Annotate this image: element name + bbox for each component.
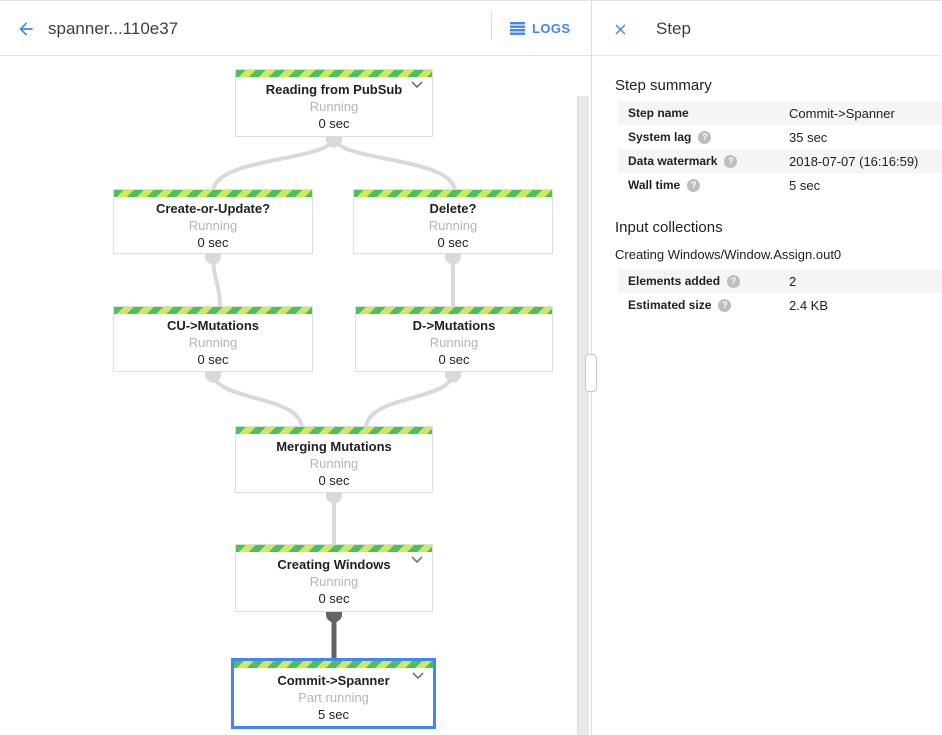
- panel-splitter-handle[interactable]: [585, 354, 597, 392]
- row-value: 35 sec: [789, 129, 828, 145]
- node-title: Delete?: [429, 200, 477, 216]
- row-value: 5 sec: [789, 177, 821, 193]
- node-title: Creating Windows: [277, 557, 391, 572]
- row-label: Estimated size: [628, 298, 712, 312]
- help-icon[interactable]: ?: [727, 274, 741, 288]
- row-label: Elements added: [628, 274, 721, 288]
- toolbar-divider: [491, 11, 492, 40]
- running-progress-stripe: [234, 661, 433, 668]
- node-time: 0 sec: [197, 352, 229, 367]
- running-progress-stripe: [236, 427, 432, 434]
- edge-pubsub-delete: [332, 135, 457, 194]
- row-value: 2.4 KB: [789, 297, 829, 313]
- graph-node-reading-from-pubsub[interactable]: Reading from PubSub Running 0 sec: [235, 69, 433, 137]
- row-value: Commit->Spanner: [789, 105, 895, 121]
- edge-arrow: [326, 493, 342, 504]
- step-summary-table: Step name Commit->Spanner System lag ? 3…: [618, 101, 942, 197]
- close-panel-button[interactable]: [608, 17, 632, 41]
- chevron-down-icon[interactable]: [411, 81, 423, 88]
- graph-scrollbar-track: [577, 96, 589, 735]
- node-time: 0 sec: [437, 234, 469, 250]
- graph-node-cu-mutations[interactable]: CU->Mutations Running 0 sec: [113, 306, 313, 372]
- graph-node-merging-mutations[interactable]: Merging Mutations Running 0 sec: [235, 426, 433, 493]
- table-row: Wall time ? 5 sec: [618, 173, 942, 197]
- running-progress-stripe: [114, 307, 312, 314]
- row-label: Wall time: [628, 178, 681, 192]
- node-title: Reading from PubSub: [265, 82, 403, 97]
- row-label: System lag: [628, 130, 692, 144]
- node-title: Create-or-Update?: [155, 200, 271, 216]
- node-title: D->Mutations: [412, 318, 496, 333]
- input-collections-table: Elements added ? 2 Estimated size ? 2.4 …: [618, 269, 942, 317]
- node-time: 5 sec: [317, 706, 350, 722]
- node-time: 0 sec: [438, 352, 470, 367]
- panel-title: Step: [656, 19, 691, 38]
- help-icon[interactable]: ?: [724, 154, 738, 168]
- table-row: Step name Commit->Spanner: [618, 101, 942, 125]
- graph-node-delete[interactable]: Delete? Running 0 sec: [353, 189, 553, 254]
- running-progress-stripe: [236, 70, 432, 77]
- node-status: Part running: [298, 689, 369, 705]
- table-row: Data watermark ? 2018-07-07 (16:16:59): [618, 149, 942, 173]
- job-title: spanner...110e37: [48, 19, 179, 38]
- node-status: Running: [188, 335, 238, 350]
- input-collection-name: Creating Windows/Window.Assign.out0: [615, 247, 842, 262]
- logs-button[interactable]: LOGS: [506, 15, 574, 42]
- edge-dmutations-merging: [364, 370, 455, 431]
- graph-node-commit-spanner-selected[interactable]: Commit->Spanner Part running 5 sec: [231, 658, 436, 729]
- input-collections-heading: Input collections: [615, 219, 723, 236]
- step-summary-heading: Step summary: [615, 77, 712, 94]
- step-panel-header: Step: [592, 1, 942, 56]
- node-time: 0 sec: [197, 234, 229, 250]
- edge-pubsub-createorupdate: [211, 135, 336, 194]
- node-title: Merging Mutations: [276, 438, 392, 454]
- running-progress-stripe: [356, 307, 552, 314]
- node-status: Running: [309, 574, 359, 589]
- node-title: Commit->Spanner: [277, 672, 390, 688]
- edge-arrow: [205, 254, 221, 265]
- help-icon[interactable]: ?: [718, 298, 732, 312]
- table-row: System lag ? 35 sec: [618, 125, 942, 149]
- edge-arrow: [445, 254, 461, 265]
- running-progress-stripe: [114, 190, 312, 197]
- close-icon: [615, 24, 625, 34]
- node-status: Running: [428, 217, 478, 233]
- chevron-down-icon[interactable]: [412, 672, 424, 679]
- table-row: Elements added ? 2: [618, 269, 942, 293]
- back-button[interactable]: [12, 15, 40, 43]
- node-time: 0 sec: [318, 591, 350, 606]
- node-time: 0 sec: [318, 472, 350, 488]
- help-icon[interactable]: ?: [687, 178, 701, 192]
- running-progress-stripe: [236, 545, 432, 552]
- edge-arrow-dark: [326, 612, 342, 623]
- edge-cumutations-merging: [211, 370, 304, 431]
- help-icon[interactable]: ?: [698, 130, 712, 144]
- node-status: Running: [309, 455, 359, 471]
- row-label: Step name: [628, 106, 689, 120]
- logs-button-label: LOGS: [532, 21, 571, 36]
- table-row: Estimated size ? 2.4 KB: [618, 293, 942, 317]
- panel-content: Step summary Step name Commit->Spanner S…: [592, 56, 942, 317]
- node-status: Running: [429, 335, 479, 350]
- logs-list-icon: [510, 22, 525, 35]
- graph-node-d-mutations[interactable]: D->Mutations Running 0 sec: [355, 306, 553, 372]
- node-status: Running: [309, 99, 359, 114]
- row-value: 2018-07-07 (16:16:59): [789, 153, 919, 169]
- back-arrow-icon: [19, 22, 33, 36]
- step-details-panel: Step Step summary Step name Commit->Span…: [591, 1, 942, 735]
- row-label: Data watermark: [628, 154, 718, 168]
- running-progress-stripe: [354, 190, 552, 197]
- graph-edges: [205, 135, 461, 662]
- node-status: Running: [188, 217, 238, 233]
- row-value: 2: [789, 273, 797, 289]
- node-title: CU->Mutations: [166, 318, 260, 333]
- node-time: 0 sec: [318, 116, 350, 131]
- graph-node-creating-windows[interactable]: Creating Windows Running 0 sec: [235, 544, 433, 612]
- graph-node-create-or-update[interactable]: Create-or-Update? Running 0 sec: [113, 189, 313, 254]
- pipeline-graph-pane: Reading from PubSub Running 0 sec Create…: [0, 56, 591, 735]
- chevron-down-icon[interactable]: [411, 556, 423, 563]
- graph-toolbar: spanner...110e37 LOGS: [0, 1, 591, 56]
